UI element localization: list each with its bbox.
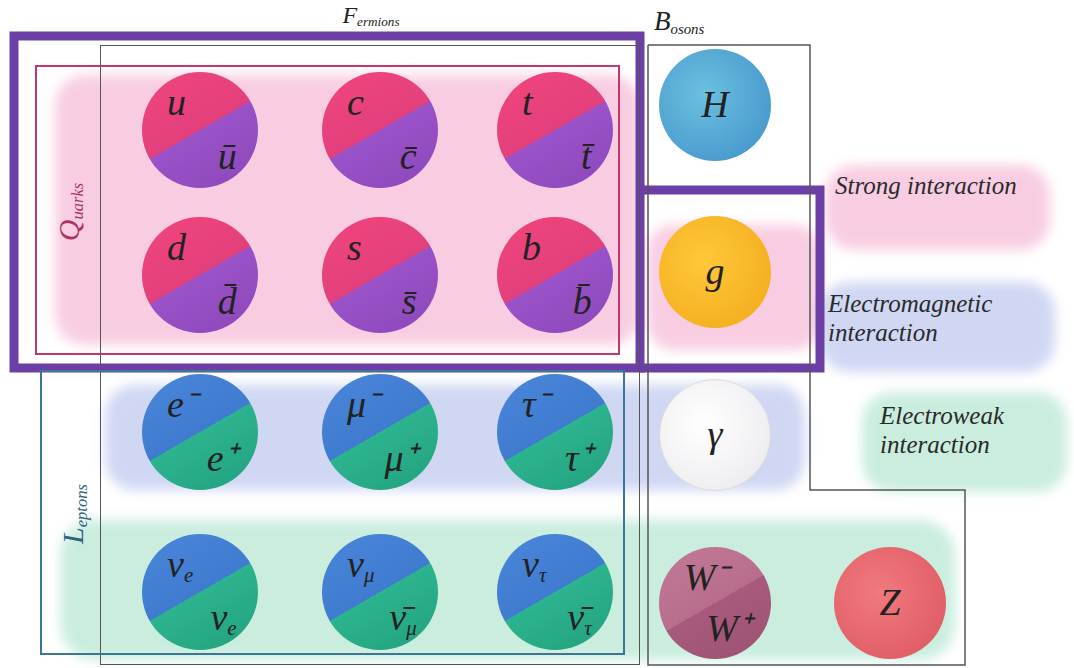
group-heading: Fermions: [101, 2, 641, 30]
particle-symbol: ū: [218, 136, 237, 178]
particle-symbol: H: [701, 84, 728, 126]
particle-circle: τ⁻ τ⁺: [497, 374, 613, 490]
particle-symbol: u: [167, 82, 186, 124]
particle-circle: ντ ν̄τ: [497, 534, 613, 650]
particle-circle: uū: [142, 72, 258, 188]
interaction-label: Strong interaction: [835, 172, 1045, 201]
leptons-box: Leptons e⁻e⁺ μ⁻μ⁺ τ⁻ τ⁺ νeνe νμ ν̄μ ντ ν̄τ: [40, 370, 625, 655]
quarks-box: Quarks uū c c̄ t t̄ d d̄ s s̄ b b̄: [35, 65, 620, 355]
particle-symbol: t: [522, 82, 533, 124]
particle-symbol: g: [706, 251, 725, 293]
particle-symbol: d̄: [218, 281, 237, 323]
particle-symbol: ν̄μ: [389, 597, 416, 640]
particle-symbol: W⁻: [684, 557, 729, 599]
particle-symbol: νe: [167, 544, 193, 587]
particle-symbol: d: [167, 227, 186, 269]
particle-symbol: t̄: [581, 136, 592, 178]
bosons-box: BosonsHgγW⁻W⁺Z: [648, 45, 965, 665]
particle-symbol: μ⁺: [385, 438, 417, 480]
electroweak-wash: [60, 520, 955, 660]
bosons-outline: [648, 45, 965, 665]
boson-circle: W⁻ W⁺: [659, 547, 771, 659]
boson-circle: Z: [834, 547, 946, 659]
particle-circle: s s̄: [322, 217, 438, 333]
particle-symbol: e⁻: [167, 384, 197, 426]
particle-circle: c c̄: [322, 72, 438, 188]
particle-symbol: τ⁺: [565, 438, 592, 480]
particle-circle: t t̄: [497, 72, 613, 188]
group-heading: Bosons: [654, 7, 704, 37]
particle-symbol: W⁺: [706, 608, 751, 650]
electroweak-wash: [862, 392, 1067, 492]
electromagnetic-wash: [820, 282, 1055, 372]
particle-symbol: τ⁻: [522, 384, 549, 426]
highlight-frame: [640, 190, 820, 368]
particle-circle: νμ ν̄μ: [322, 534, 438, 650]
group-heading: Quarks: [52, 182, 87, 240]
boson-circle: H: [659, 49, 771, 161]
particle-symbol: Z: [879, 582, 900, 624]
particle-symbol: ν̄τ: [567, 597, 591, 640]
particle-symbol: ντ: [522, 544, 546, 587]
boson-circle: g: [659, 216, 771, 328]
particle-symbol: γ: [708, 414, 723, 456]
particle-circle: μ⁻μ⁺: [322, 374, 438, 490]
particle-circle: d d̄: [142, 217, 258, 333]
particle-symbol: c: [347, 82, 364, 124]
particle-circle: b b̄: [497, 217, 613, 333]
particle-circle: νeνe: [142, 534, 258, 650]
highlight-frame: [14, 36, 640, 368]
boson-circle: γ: [659, 379, 771, 491]
particle-symbol: νμ: [347, 544, 374, 587]
particle-symbol: e⁺: [207, 438, 237, 480]
particle-symbol: b̄: [573, 281, 592, 323]
particle-symbol: s̄: [402, 281, 417, 323]
particle-symbol: s: [347, 227, 362, 269]
particle-symbol: νe: [210, 597, 236, 640]
particle-symbol: c̄: [400, 136, 417, 178]
interaction-label: Electroweak interaction: [880, 402, 1060, 460]
fermions-box: FermionsQuarksuūcc̄tt̄dd̄ss̄bb̄Leptonse⁻…: [100, 45, 640, 665]
interaction-label: Electromagnetic interaction: [828, 290, 1050, 348]
particle-symbol: μ⁻: [347, 384, 379, 426]
group-heading: Leptons: [56, 484, 91, 544]
particle-symbol: b: [522, 227, 541, 269]
strong-wash: [825, 165, 1050, 250]
particle-circle: e⁻e⁺: [142, 374, 258, 490]
